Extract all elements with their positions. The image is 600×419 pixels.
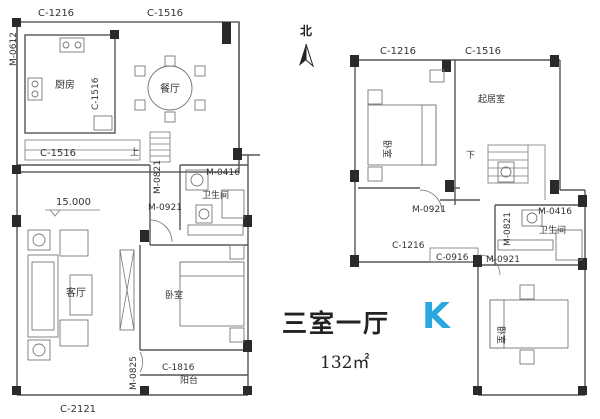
stair-down-mark: 下 [466,151,475,161]
left-floor-plan [12,18,260,396]
room-label-bedroom: 卧室 [381,140,393,158]
door-label: M-0821 [153,160,163,194]
door-label: M-0921 [486,255,520,265]
room-label-living: 起居室 [478,93,505,105]
window-label: C-1516 [465,46,501,57]
window-label: C-1216 [38,8,74,19]
room-label-balcony: 阳台 [180,374,198,386]
room-label-bedroom: 卧室 [495,326,507,344]
north-arrow-icon [299,43,315,68]
room-label-bath: 卫生间 [539,224,566,236]
door-label: M-0921 [148,203,182,213]
north-compass: 北 [290,22,330,72]
room-label-bedroom: 卧室 [165,289,183,301]
window-label: C-0916 [436,253,469,263]
window-label: C-2121 [60,404,96,415]
north-label: 北 [300,24,313,38]
door-label: M-0921 [412,205,446,215]
window-label: C-1516 [91,77,101,110]
stair-up-mark: 上 [130,147,139,158]
door-label: M-0821 [503,212,513,246]
room-label-living: 客厅 [66,286,86,299]
room-label-dining: 餐厅 [160,82,180,95]
door-label: M-0416 [206,168,240,178]
plan-title-block: 三室一厅 K 132㎡ [282,296,482,378]
right-floor-plan [350,55,587,396]
window-label: C-1816 [162,363,195,373]
elevation-mark: 15.000 [56,197,91,208]
plan-type-title: 三室一厅 [282,309,391,338]
plan-type-letter: K [422,296,450,337]
window-label: C-1516 [40,148,76,159]
room-label-bath: 卫生间 [202,189,229,201]
window-label: C-1516 [147,8,183,19]
window-label: C-1216 [380,46,416,57]
room-label-kitchen: 厨房 [55,78,75,91]
window-label: C-1216 [392,241,425,251]
plan-area: 132㎡ [320,353,370,373]
door-label: M-0612 [9,32,19,66]
door-label: M-0416 [538,207,572,217]
door-label: M-0825 [129,356,139,390]
